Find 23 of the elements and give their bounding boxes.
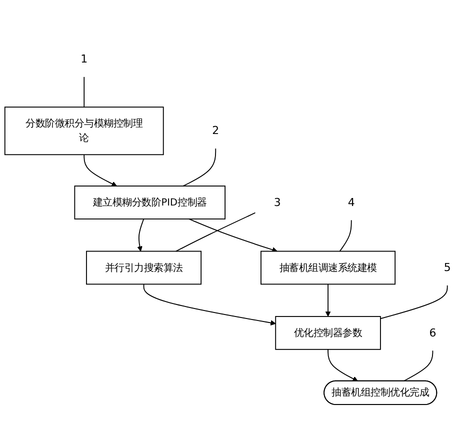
node-box: 建立模糊分数阶PID控制器 bbox=[74, 185, 226, 220]
connector bbox=[84, 76, 85, 108]
node-text: 1 bbox=[80, 52, 88, 66]
node-box: 抽蓄机组调速系统建模 bbox=[260, 250, 396, 284]
connector bbox=[380, 284, 448, 319]
arrow bbox=[84, 154, 117, 186]
connector bbox=[175, 212, 256, 252]
connector bbox=[403, 350, 434, 382]
connector bbox=[182, 148, 216, 186]
node-box: 分数阶微积分与模糊控制理论 bbox=[4, 106, 164, 155]
connector bbox=[339, 219, 352, 252]
arrow bbox=[137, 218, 144, 252]
node-text: 3 bbox=[274, 196, 281, 209]
arrow bbox=[143, 284, 276, 326]
node-text: 4 bbox=[348, 196, 355, 209]
node-text: 6 bbox=[429, 326, 436, 340]
arrow bbox=[325, 284, 331, 316]
node-box: 优化控制器参数 bbox=[275, 316, 381, 350]
arrow bbox=[328, 348, 358, 382]
node-text: 5 bbox=[444, 261, 451, 274]
node-box: 并行引力搜索算法 bbox=[86, 250, 202, 284]
node-text: 2 bbox=[212, 124, 220, 138]
arrow bbox=[188, 218, 278, 252]
